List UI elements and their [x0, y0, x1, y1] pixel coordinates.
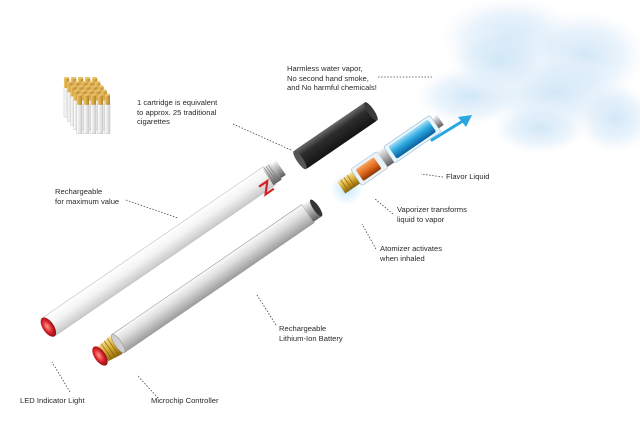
top-e-cigarette [40, 160, 286, 337]
cigarette-top [80, 89, 86, 92]
cigarette-filter [71, 78, 77, 88]
cigarette-filter [97, 94, 103, 105]
atomizer-label: Atomizer activates when inhaled [380, 244, 443, 263]
exploded-cartridge-parts [330, 114, 444, 205]
cigarette-filter [104, 94, 110, 105]
cigarette [104, 103, 111, 134]
cigarette-top [88, 81, 94, 84]
cigarette-top [77, 85, 83, 88]
cigarette-top [94, 89, 100, 92]
cigarette-filter [98, 86, 104, 97]
cigarette-filter [73, 90, 79, 101]
cigarette-top [81, 81, 87, 84]
cigarette-top [73, 89, 79, 92]
cigarette-filter [84, 86, 90, 97]
cigarette-filter [101, 90, 107, 101]
flavor-liquid-label: Flavor Liquid [446, 172, 490, 181]
leader-lines [51, 76, 444, 399]
cigarette-filter [90, 94, 96, 105]
cigarette-bundle-icon [63, 76, 111, 134]
cigarette-top [87, 89, 93, 92]
vapor-cloud [415, 0, 640, 154]
black-cartridge [293, 102, 378, 170]
vaporizer-label: Vaporizer transforms liquid to vapor [397, 205, 467, 224]
cigarette-filter [80, 90, 86, 101]
cigarette-filter [67, 82, 73, 93]
cigarette-top [104, 93, 110, 96]
cigarette-filter [81, 82, 87, 93]
cigarette-filter [85, 78, 91, 88]
cigarette-top [85, 76, 91, 80]
led-indicator-label: LED Indicator Light [20, 396, 85, 405]
cigarette-filter [70, 86, 76, 97]
cigarette-top [92, 76, 98, 80]
cigarette [90, 103, 97, 134]
cigarette-filter [88, 82, 94, 93]
cigarette-top [83, 93, 89, 96]
cigarette-filter [94, 90, 100, 101]
cigarette-top [64, 76, 70, 80]
cigarette-top [76, 93, 82, 96]
cigarette-top [74, 81, 80, 84]
cigarette [76, 103, 83, 134]
cigarette-filter [74, 82, 80, 93]
cigarette-filter [78, 78, 84, 88]
cigarette-top [67, 81, 73, 84]
cigarette-top [71, 76, 77, 80]
cigarette-top [97, 93, 103, 96]
cartridge-equivalent-label: 1 cartridge is equivalent to approx. 25 … [137, 98, 218, 127]
battery-label: Rechargeable Lithium-Ion Battery [279, 324, 343, 343]
cigarette-top [78, 76, 84, 80]
cigarette-filter [91, 86, 97, 97]
airflow-arrow-icon [430, 115, 472, 142]
cigarette-top [98, 85, 104, 88]
cigarette-filter [92, 78, 98, 88]
cigarette [97, 103, 104, 134]
cigarette [83, 103, 90, 134]
cigarette-top [91, 85, 97, 88]
cigarette-top [95, 81, 101, 84]
cigarette-filter [77, 86, 83, 97]
z-logo-icon [258, 178, 275, 197]
cigarette-filter [95, 82, 101, 93]
rechargeable-value-label: Rechargeable for maximum value [55, 187, 120, 206]
cigarette-top [101, 89, 107, 92]
microchip-controller-label: Microchip Controller [151, 396, 219, 405]
cigarette-filter [87, 90, 93, 101]
cigarette-filter [76, 94, 82, 105]
vapor-label: Harmless water vapor, No second hand smo… [287, 64, 377, 93]
cigarette-top [84, 85, 90, 88]
bottom-e-cigarette [92, 199, 323, 366]
cigarette-filter [64, 78, 70, 88]
cigarette-top [70, 85, 76, 88]
cigarette-filter [83, 94, 89, 105]
cigarette-top [90, 93, 96, 96]
